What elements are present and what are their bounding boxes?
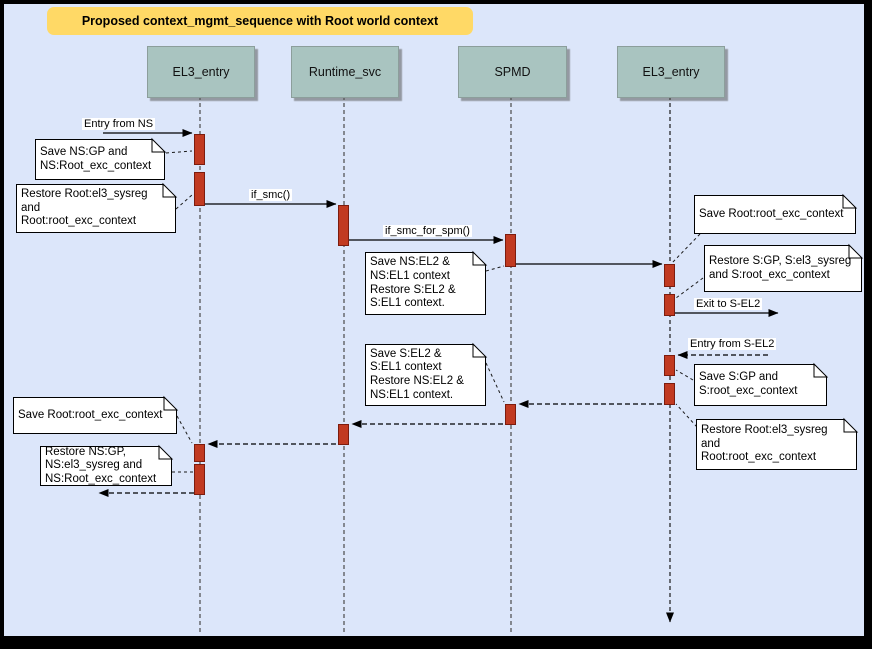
note-save-ns-el2: Save NS:EL2 & NS:EL1 context Restore S:E… — [365, 252, 486, 315]
actor-spmd: SPMD — [458, 46, 567, 98]
actor-label: EL3_entry — [172, 65, 230, 79]
note-connector-5 — [675, 277, 704, 299]
msg-exit-to-s-el2-label: Exit to S-EL2 — [694, 298, 763, 310]
note-save-s-el2: Save S:EL2 & S:EL1 context Restore NS:EL… — [365, 344, 486, 406]
note-text: Restore Root:el3_sysreg and Root:root_ex… — [21, 188, 148, 228]
activation-bar — [338, 205, 349, 246]
activation-bar — [664, 355, 675, 376]
activation-bar — [194, 444, 205, 462]
note-text: Save NS:EL2 & NS:EL1 context Restore S:E… — [370, 256, 456, 310]
note-text: Restore S:GP, S:el3_sysreg and S:root_ex… — [709, 254, 852, 281]
note-text: Save S:EL2 & S:EL1 context Restore NS:EL… — [370, 347, 464, 401]
note-restore-ns-gp: Restore NS:GP, NS:el3_sysreg and NS:Root… — [40, 446, 172, 486]
note-text: Save Root:root_exc_context — [18, 408, 163, 421]
note-connector-7 — [675, 369, 694, 381]
actor-label: SPMD — [494, 65, 531, 79]
note-save-s-gp: Save S:GP and S:root_exc_context — [694, 364, 827, 406]
note-text: Save NS:GP and NS:Root_exc_context — [40, 145, 152, 172]
activation-bar — [505, 234, 516, 267]
activation-bar — [664, 383, 675, 405]
actor-runtime-svc: Runtime_svc — [291, 46, 399, 98]
msg-entry-from-s-el2-label: Entry from S-EL2 — [688, 338, 777, 350]
actor-el3-entry-1: EL3_entry — [147, 46, 255, 98]
note-connector-8 — [675, 403, 698, 428]
msg-if-smc-label: if_smc() — [249, 189, 293, 201]
note-save-root-exc-context-2: Save Root:root_exc_context — [13, 397, 177, 434]
note-connector-6 — [485, 362, 505, 403]
note-connector-9 — [176, 415, 193, 444]
title-text: Proposed context_mgmt_sequence with Root… — [81, 14, 439, 28]
note-text: Restore Root:el3_sysreg and Root:root_ex… — [701, 424, 828, 464]
actor-label: Runtime_svc — [308, 65, 382, 79]
activation-bar — [664, 264, 675, 287]
note-text: Restore NS:GP, NS:el3_sysreg and NS:Root… — [45, 445, 157, 485]
note-connector-4 — [671, 233, 701, 264]
note-text: Save Root:root_exc_context — [699, 207, 844, 220]
actor-label: EL3_entry — [642, 65, 700, 79]
note-connector-3 — [485, 265, 505, 272]
note-connector-1 — [165, 150, 193, 154]
note-save-ns-gp: Save NS:GP and NS:Root_exc_context — [35, 139, 165, 180]
note-connector-2 — [175, 194, 193, 210]
activation-bar — [505, 404, 516, 425]
msg-if-smc-for-spm-label: if_smc_for_spm() — [383, 225, 472, 237]
activation-bar — [194, 464, 205, 495]
note-restore-root-el3-sysreg-1: Restore Root:el3_sysreg and Root:root_ex… — [16, 184, 176, 233]
note-save-root-exc-context-1: Save Root:root_exc_context — [694, 195, 856, 234]
note-restore-s-gp: Restore S:GP, S:el3_sysreg and S:root_ex… — [704, 245, 862, 292]
note-text: Save S:GP and S:root_exc_context — [699, 371, 798, 397]
note-restore-root-el3-sysreg-2: Restore Root:el3_sysreg and Root:root_ex… — [696, 419, 857, 470]
actor-el3-entry-2: EL3_entry — [617, 46, 725, 98]
activation-bar — [338, 424, 349, 445]
diagram-background — [4, 4, 864, 636]
activation-bar — [194, 172, 205, 206]
activation-bar — [664, 294, 675, 316]
msg-entry-from-ns-label: Entry from NS — [82, 118, 156, 130]
activation-bar — [194, 134, 205, 165]
title-banner: Proposed context_mgmt_sequence with Root… — [47, 7, 473, 35]
